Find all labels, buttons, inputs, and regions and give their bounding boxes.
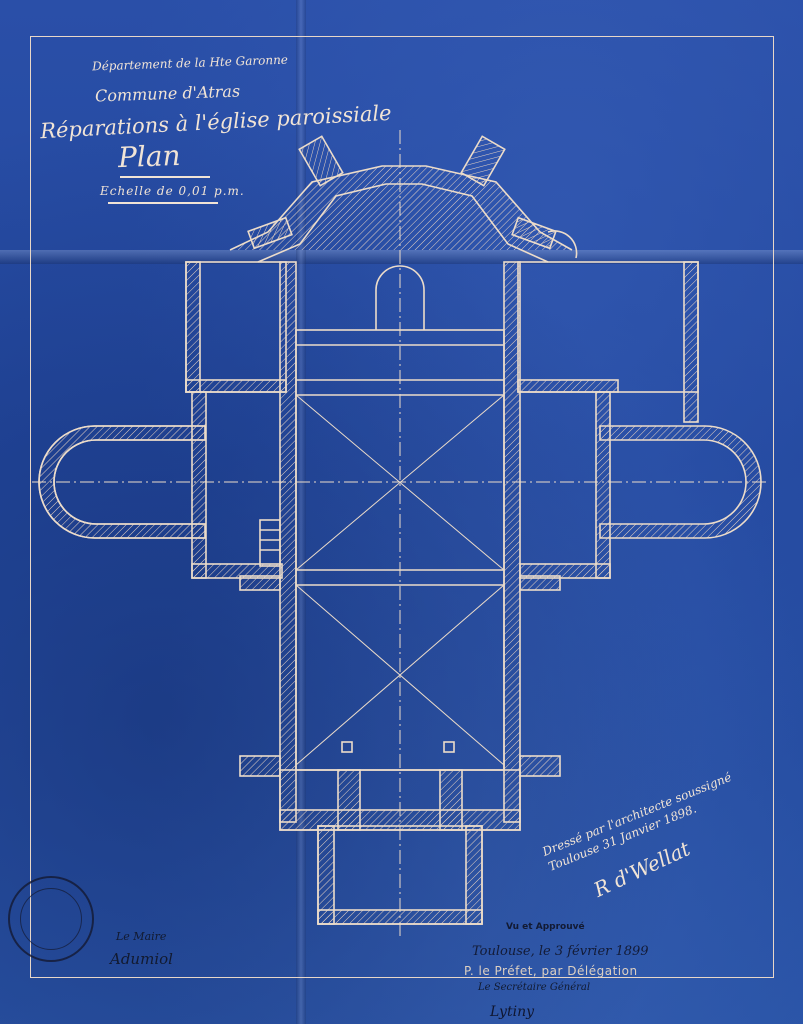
left-sacristy	[185, 261, 287, 393]
apse-buttress-left	[298, 135, 344, 187]
mayor-signature: Adumiol	[110, 950, 173, 968]
apse-buttress-right	[460, 135, 506, 187]
prefect-delegation: P. le Préfet, par Délégation	[464, 964, 638, 978]
official-seal-icon	[8, 876, 94, 962]
apse-buttress-lower-left	[247, 216, 293, 250]
stair-turret	[547, 230, 578, 259]
left-sacristy-wall	[185, 261, 201, 393]
approval-stamp-label: Vu et Approuvé	[506, 922, 585, 932]
scale-label: Echelle de 0,01 p.m.	[100, 184, 245, 198]
horizontal-fold-crease	[0, 250, 803, 264]
secretary-label: Le Secrétaire Général	[478, 982, 591, 993]
stair	[259, 519, 281, 567]
right-sacristy	[517, 261, 699, 393]
scale-underline	[108, 202, 218, 204]
vault-diagonal	[295, 584, 505, 766]
vertical-fold-crease	[296, 0, 306, 1024]
plan-underline	[120, 176, 210, 178]
choir-arch	[375, 265, 425, 330]
secretary-signature: Lytiny	[490, 1004, 534, 1020]
right-transept-chapel	[599, 425, 762, 539]
mayor-label: Le Maire	[116, 930, 167, 943]
nave-right-wall	[503, 261, 521, 823]
drawing-frame	[30, 36, 774, 978]
nave-left-wall	[279, 261, 297, 823]
font-left	[341, 741, 353, 753]
apse-inner-wall	[257, 183, 549, 263]
apse-buttress-lower-right	[511, 216, 557, 250]
plan-heading: Plan	[117, 138, 182, 175]
approval-date: Toulouse, le 3 février 1899	[472, 944, 649, 959]
font-right	[443, 741, 455, 753]
